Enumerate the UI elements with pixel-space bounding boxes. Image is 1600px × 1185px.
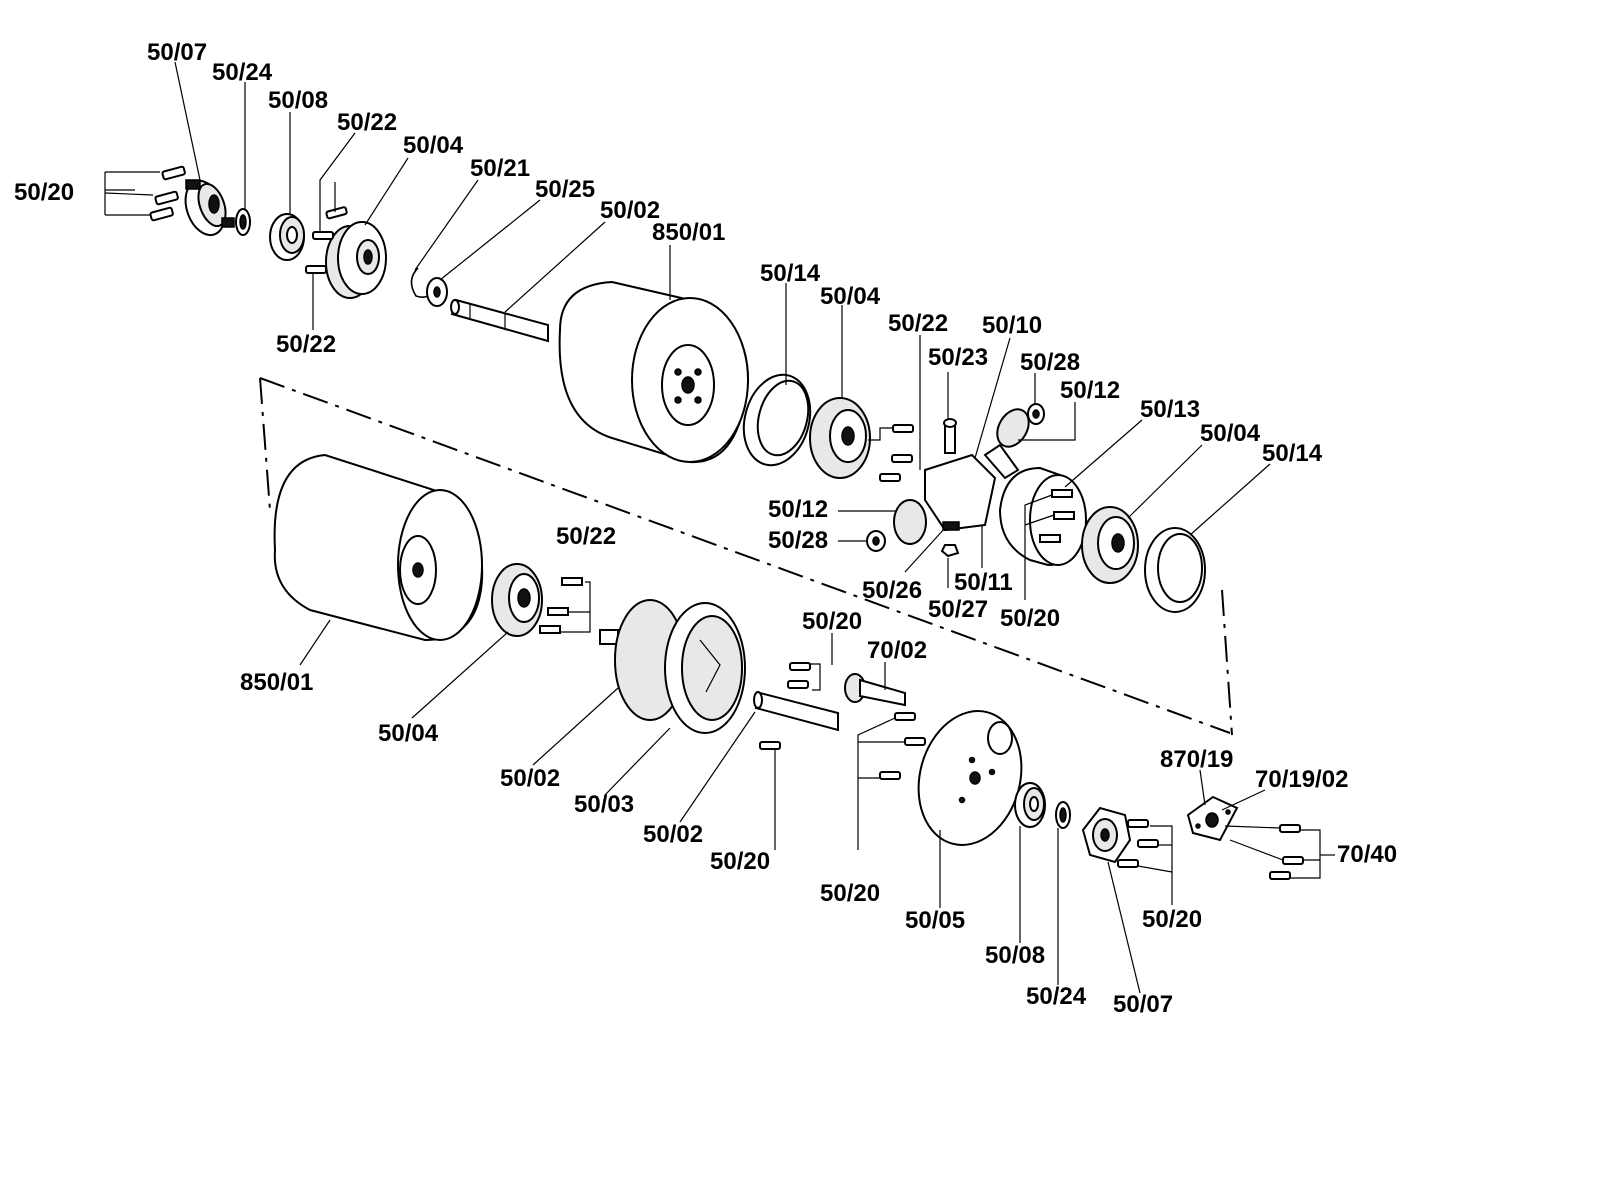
differential-housing-part xyxy=(924,418,1020,532)
label-50-25: 50/25 xyxy=(535,176,595,203)
seal-ring-part xyxy=(742,373,812,467)
label-50-04-right: 50/04 xyxy=(1200,420,1261,447)
label-850-01-top: 850/01 xyxy=(652,219,725,246)
label-50-04-lower: 50/04 xyxy=(378,720,439,747)
label-50-24-lower: 50/24 xyxy=(1026,983,1087,1010)
label-50-02-top: 50/02 xyxy=(600,197,660,224)
label-50-24-top: 50/24 xyxy=(212,59,273,86)
label-50-10: 50/10 xyxy=(982,312,1042,339)
label-50-05: 50/05 xyxy=(905,907,965,934)
lower-assembly xyxy=(273,453,1335,880)
label-50-22-top: 50/22 xyxy=(337,109,397,136)
label-50-04-mid: 50/04 xyxy=(820,283,881,310)
label-50-20-lower-b: 50/20 xyxy=(802,608,862,635)
bevel-gear-part-right xyxy=(1081,506,1139,584)
label-70-40: 70/40 xyxy=(1337,841,1397,868)
label-50-04-top: 50/04 xyxy=(403,132,464,159)
label-50-20-mid: 50/20 xyxy=(1000,605,1060,632)
label-850-01-lower: 850/01 xyxy=(240,669,313,696)
label-50-14-right: 50/14 xyxy=(1262,440,1323,467)
nut-part xyxy=(940,544,960,558)
label-50-22-lower-left: 50/22 xyxy=(276,331,336,358)
label-50-20-top: 50/20 xyxy=(14,179,74,206)
label-50-14-upper: 50/14 xyxy=(760,260,821,287)
hub-part-lower xyxy=(1081,806,1132,864)
bracket-part xyxy=(1186,795,1239,842)
leader-lines xyxy=(174,61,1271,994)
seal-ring-part-right xyxy=(1144,527,1206,613)
flange-part xyxy=(325,221,387,299)
cover-plate-part xyxy=(917,710,1023,846)
housing-part xyxy=(998,466,1087,567)
label-50-12-lower: 50/12 xyxy=(768,496,828,523)
label-50-27: 50/27 xyxy=(928,596,988,623)
label-50-20-lower-a: 50/20 xyxy=(710,848,770,875)
splined-shaft-part xyxy=(844,673,906,707)
label-70-19-02: 70/19/02 xyxy=(1255,766,1348,793)
label-50-02-lower-a: 50/02 xyxy=(500,765,560,792)
upper-assembly xyxy=(104,165,1206,613)
label-70-02: 70/02 xyxy=(867,637,927,664)
label-50-13: 50/13 xyxy=(1140,396,1200,423)
label-50-22-lower: 50/22 xyxy=(556,523,616,550)
label-50-21: 50/21 xyxy=(470,155,530,182)
shaft-part-lower xyxy=(753,691,839,732)
bevel-gear-part-lower xyxy=(491,563,543,637)
gear-carrier-part xyxy=(599,599,746,734)
bearing-part xyxy=(269,213,305,261)
label-50-07-lower: 50/07 xyxy=(1113,991,1173,1018)
bearing-part-lower xyxy=(1014,782,1046,828)
label-50-22-mid: 50/22 xyxy=(888,310,948,337)
label-870-19: 870/19 xyxy=(1160,746,1233,773)
label-50-26: 50/26 xyxy=(862,577,922,604)
bevel-gear-part xyxy=(809,397,871,479)
label-50-20-lower-c: 50/20 xyxy=(820,880,880,907)
alignment-line-right xyxy=(1221,589,1233,736)
label-50-23: 50/23 xyxy=(928,344,988,371)
label-50-20-lower-d: 50/20 xyxy=(1142,906,1202,933)
shaft-part xyxy=(450,298,549,343)
drum-part xyxy=(558,280,750,464)
label-50-12-upper: 50/12 xyxy=(1060,377,1120,404)
label-50-28-upper: 50/28 xyxy=(1020,349,1080,376)
drum-part-lower xyxy=(273,453,484,642)
label-50-07-top: 50/07 xyxy=(147,39,207,66)
label-50-02-lower-b: 50/02 xyxy=(643,821,703,848)
label-50-08-top: 50/08 xyxy=(268,87,328,114)
alignment-line-long xyxy=(259,377,1231,734)
label-50-11: 50/11 xyxy=(954,569,1013,596)
label-50-08-lower: 50/08 xyxy=(985,942,1045,969)
pinion-gear-part-lower xyxy=(866,499,927,552)
alignment-line xyxy=(259,377,271,511)
hub-part xyxy=(184,179,235,237)
label-50-28-lower: 50/28 xyxy=(768,527,828,554)
label-50-03: 50/03 xyxy=(574,791,634,818)
callout-labels: 50/07 50/24 50/08 50/22 50/04 50/21 50/2… xyxy=(14,39,1397,1018)
pinion-gear-part xyxy=(996,403,1045,448)
screw-group xyxy=(149,165,186,222)
